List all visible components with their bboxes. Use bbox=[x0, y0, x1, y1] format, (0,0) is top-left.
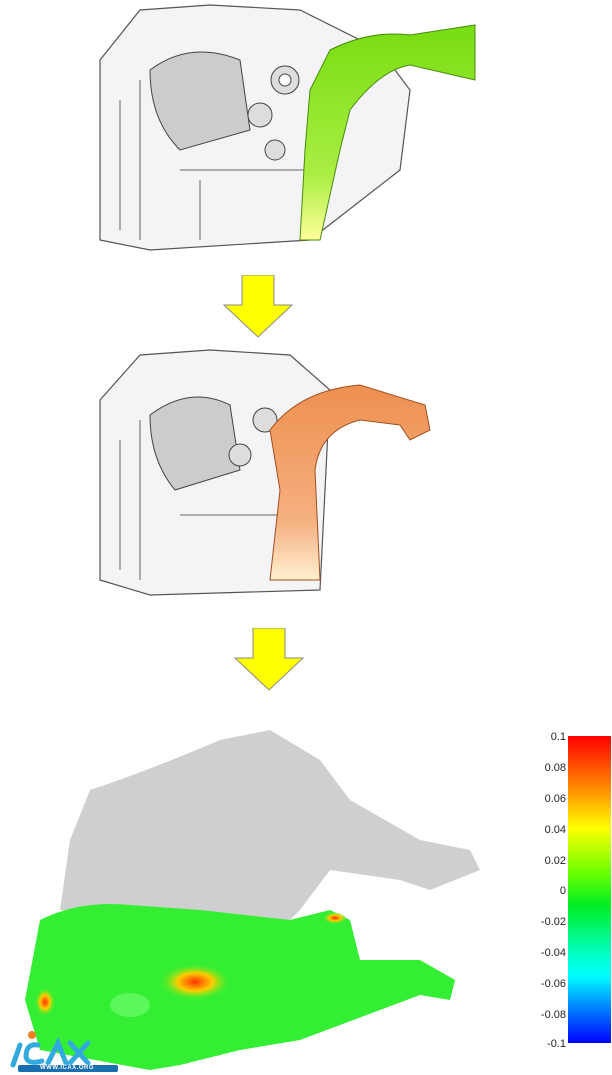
tick-label: 0 bbox=[559, 885, 566, 897]
tick-label: -0.04 bbox=[540, 947, 566, 959]
tick-label: 0.1 bbox=[550, 731, 566, 743]
tick-label: -0.08 bbox=[540, 1009, 566, 1021]
down-arrow-icon bbox=[233, 628, 305, 691]
logo-url: WWW.ICAX.ORG bbox=[40, 1065, 94, 1071]
color-scale-bar bbox=[568, 736, 611, 1043]
panel-original-part bbox=[99, 4, 476, 251]
panel-deviation-result bbox=[25, 730, 480, 1070]
tick-label: -0.1 bbox=[547, 1038, 566, 1050]
tick-label: 0.08 bbox=[544, 762, 566, 774]
modified-surface-orange bbox=[269, 384, 431, 581]
tick-label: 0.04 bbox=[544, 824, 566, 836]
panel-modified-part bbox=[99, 349, 431, 596]
tick-label: 0.06 bbox=[544, 793, 566, 805]
down-arrow-icon bbox=[222, 275, 294, 338]
reference-surface-gray bbox=[60, 730, 480, 920]
tick-label: 0.02 bbox=[544, 855, 566, 867]
tick-label: -0.02 bbox=[540, 916, 566, 928]
highlighted-surface-green bbox=[299, 24, 476, 241]
deviation-map-surface bbox=[25, 904, 455, 1070]
tick-label: -0.06 bbox=[540, 978, 566, 990]
icax-logo bbox=[10, 1031, 118, 1072]
